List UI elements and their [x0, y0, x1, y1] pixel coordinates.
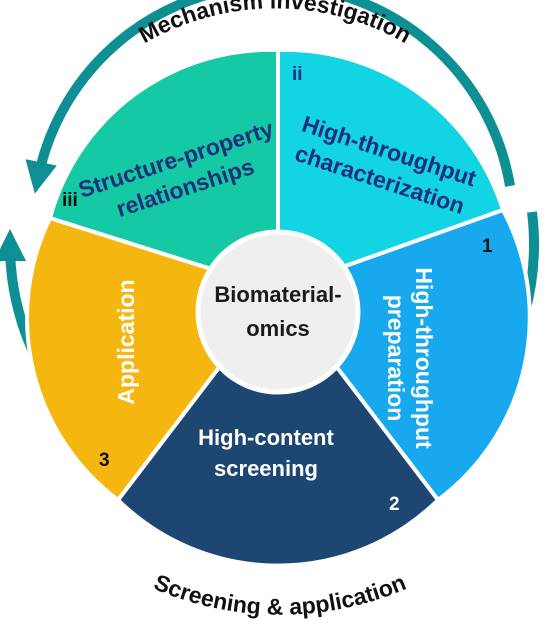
marker-3: 3: [99, 450, 110, 471]
svg-text:High-content: High-content: [198, 425, 334, 450]
svg-text:Application: Application: [113, 279, 139, 404]
svg-text:preparation: preparation: [383, 295, 409, 422]
top-cycle-arrow: [25, 0, 515, 194]
marker-1: 1: [482, 236, 493, 257]
marker-iii: iii: [62, 190, 78, 211]
center-label-line1: Biomaterial-: [214, 282, 341, 307]
svg-text:High-throughput: High-throughput: [411, 267, 437, 449]
screening-application-label: Screening & application: [151, 569, 410, 620]
label-high-content-screening: High-content screening: [198, 425, 334, 481]
svg-text:screening: screening: [214, 456, 318, 481]
segment-structure-property-relationships: [47, 47, 280, 293]
label-application: Application: [113, 279, 139, 404]
marker-ii: ii: [292, 64, 303, 85]
center-circle: [195, 229, 361, 395]
center-label-line2: omics: [246, 316, 310, 341]
label-high-throughput-preparation: High-throughput preparation: [383, 267, 437, 449]
segment-high-content-screening: [115, 286, 441, 568]
mechanism-investigation-label: Mechanism investigation: [134, 0, 416, 48]
marker-2: 2: [389, 494, 400, 515]
